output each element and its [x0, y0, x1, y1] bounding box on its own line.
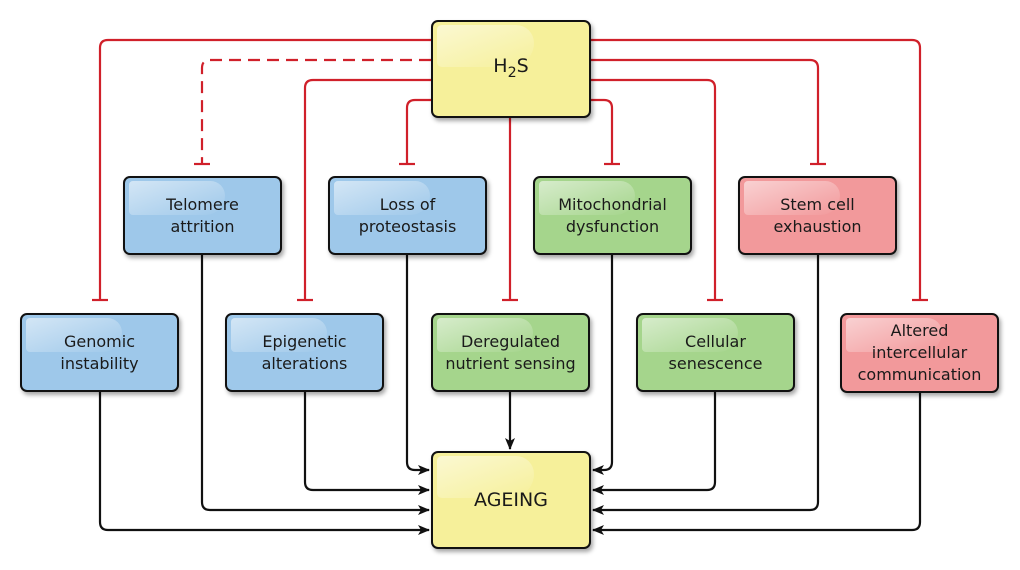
node-epigenetic-alterations[interactable]: Epigenetic alterations	[225, 313, 384, 392]
inhibition-edge-epigenetic	[303, 78, 431, 300]
promotion-edge-mitochondrial	[592, 255, 614, 475]
node-label: Deregulated nutrient sensing	[445, 331, 576, 373]
node-label: Cellular senescence	[668, 331, 763, 373]
inhibition-edge-mitochondrial	[591, 98, 614, 164]
inhibition-edge-senescence	[591, 78, 717, 300]
promotion-edges	[98, 255, 922, 535]
promotion-edge-telomere	[200, 255, 430, 515]
node-label: Epigenetic alterations	[261, 331, 348, 373]
promotion-edge-epigenetic	[303, 392, 430, 495]
node-label: Genomic instability	[60, 331, 139, 373]
node-label: Altered intercellular communication	[857, 321, 982, 384]
node-genomic-instability[interactable]: Genomic instability	[20, 313, 179, 392]
node-deregulated-nutrient-sensing[interactable]: Deregulated nutrient sensing	[431, 313, 590, 392]
node-ageing-label: AGEING	[474, 489, 548, 511]
node-ageing[interactable]: AGEING	[431, 451, 591, 549]
node-h2s-label: H2S	[493, 54, 529, 81]
promotion-edge-stemcell	[592, 255, 820, 515]
node-label: Telomere attrition	[166, 194, 239, 236]
node-mitochondrial-dysfunction[interactable]: Mitochondrial dysfunction	[533, 176, 692, 255]
node-stem-cell-exhaustion[interactable]: Stem cell exhaustion	[738, 176, 897, 255]
node-h2s[interactable]: H2S	[431, 20, 591, 118]
promotion-edge-senescence	[592, 392, 717, 495]
inhibition-edge-telomere	[200, 58, 431, 164]
node-loss-of-proteostasis[interactable]: Loss of proteostasis	[328, 176, 487, 255]
inhibition-edges	[92, 38, 928, 302]
promotion-edge-genomic	[98, 392, 430, 535]
inhibition-edge-intercellular	[591, 38, 922, 300]
inhibition-edge-stemcell	[591, 58, 820, 164]
node-cellular-senescence[interactable]: Cellular senescence	[636, 313, 795, 392]
inhibition-edge-proteostasis	[405, 98, 431, 164]
inhibition-edge-genomic	[98, 38, 431, 300]
promotion-edge-intercellular	[592, 393, 922, 535]
promotion-edge-proteostasis	[405, 255, 430, 475]
node-altered-intercellular-communication[interactable]: Altered intercellular communication	[840, 313, 999, 393]
node-label: Loss of proteostasis	[358, 194, 457, 236]
node-telomere-attrition[interactable]: Telomere attrition	[123, 176, 282, 255]
node-label: Mitochondrial dysfunction	[558, 194, 667, 236]
node-label: Stem cell exhaustion	[773, 194, 862, 236]
